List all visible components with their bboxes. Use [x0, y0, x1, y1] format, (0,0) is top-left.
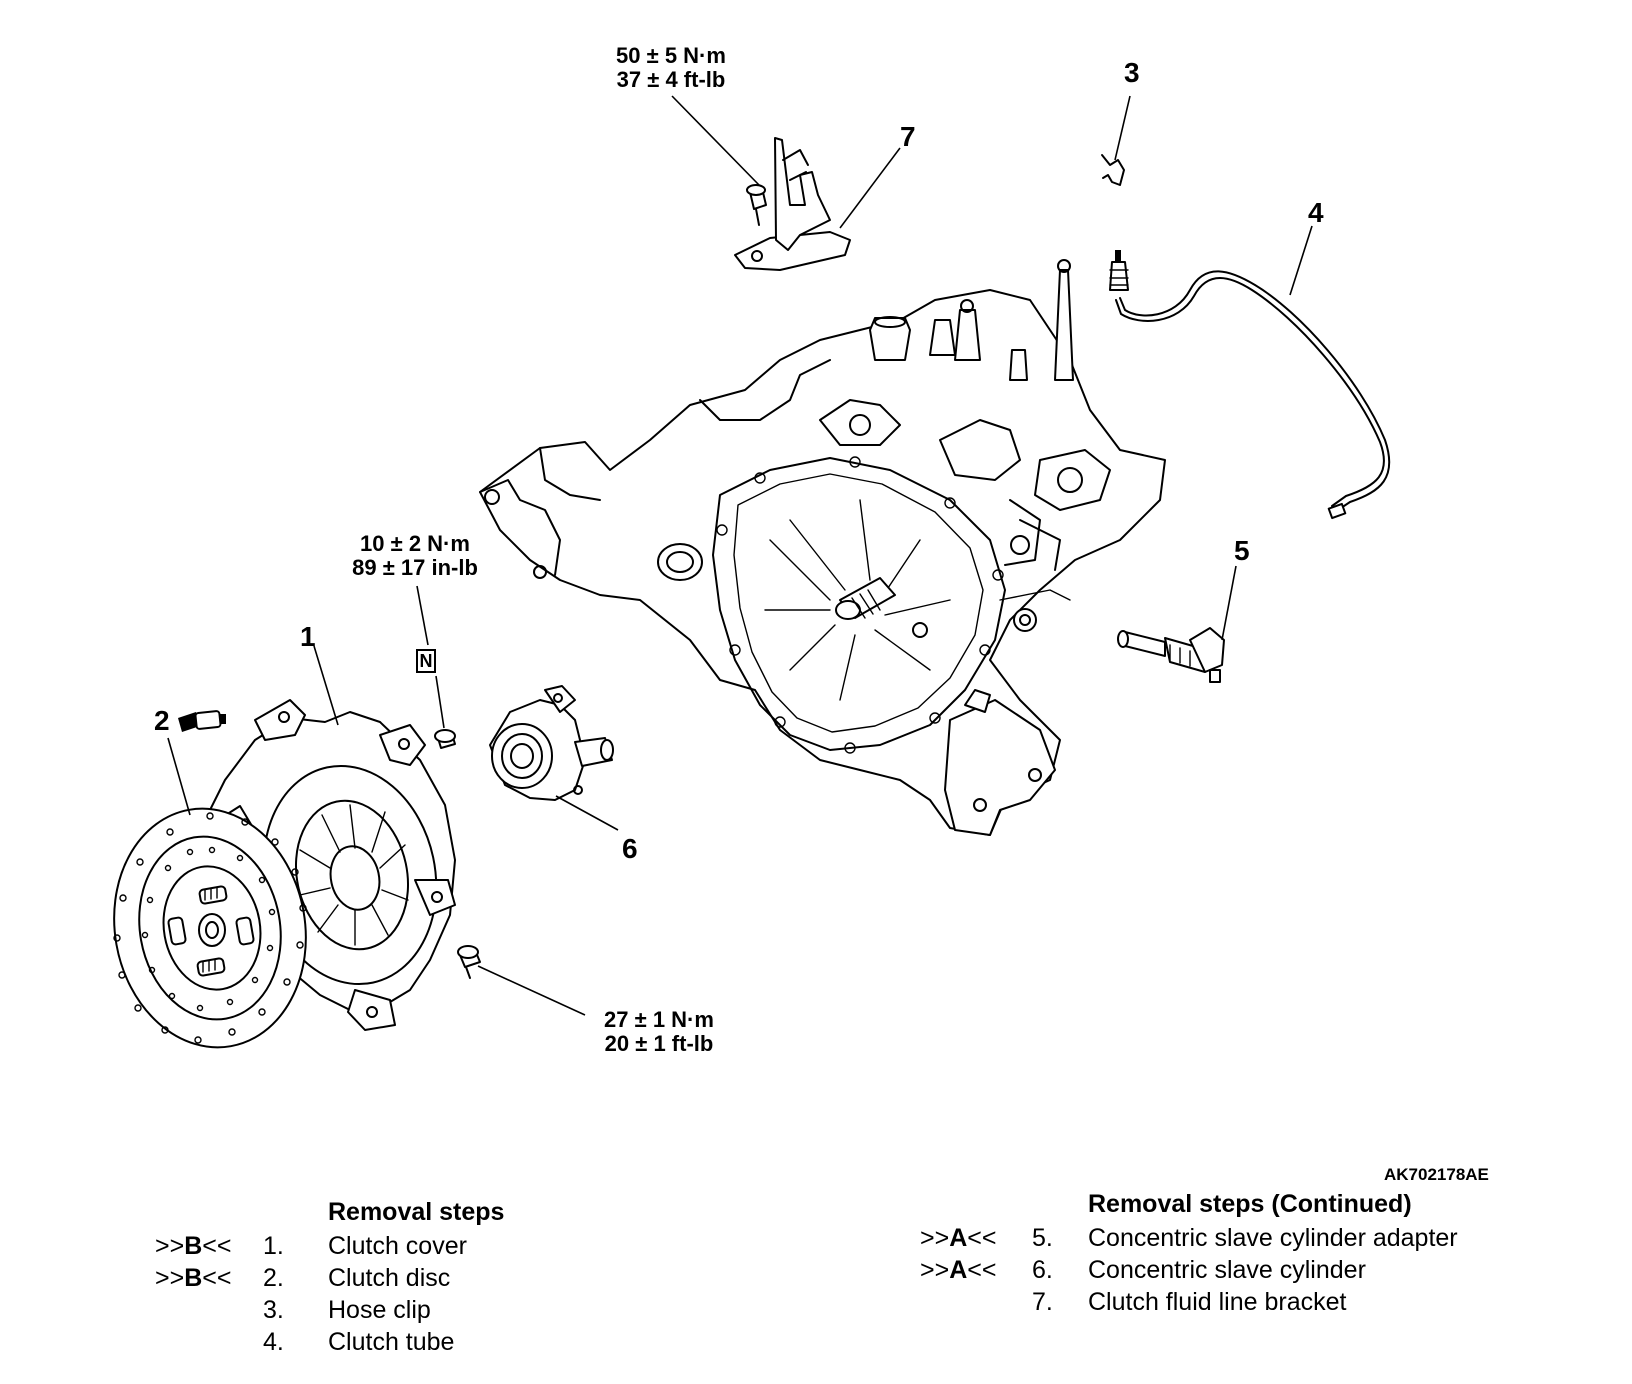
marker-prefix: >>: [155, 1232, 185, 1260]
removal-steps-right: Removal steps (Continued) >>A<<5.Concent…: [920, 1190, 1520, 1330]
torque-imperial: 20 ± 1 ft-lb: [604, 1031, 714, 1056]
removal-step-item: >>A<< 6. Concentric slave cylinder: [920, 1256, 1520, 1286]
step-label: Clutch fluid line bracket: [1088, 1288, 1347, 1316]
marker-suffix: <<: [202, 1264, 232, 1292]
removal-steps-left: Removal steps >>B<<1.Clutch cover>>B<<2.…: [155, 1198, 575, 1368]
slave-cylinder-adapter: [1117, 627, 1225, 683]
marker-letter: A: [949, 1224, 968, 1252]
hose-clip: [1101, 154, 1125, 186]
step-label: Concentric slave cylinder: [1088, 1256, 1366, 1284]
removal-steps-heading: Removal steps: [328, 1198, 505, 1226]
transaxle-housing: [479, 259, 1166, 836]
slave-cylinder: [434, 685, 614, 801]
torque-imperial: 37 ± 4 ft-lb: [616, 67, 726, 92]
callout-1: 1: [300, 621, 316, 652]
torque-imperial: 89 ± 17 in-lb: [352, 555, 478, 580]
callout-3: 3: [1124, 57, 1140, 88]
callout-5: 5: [1234, 535, 1250, 566]
marker-prefix: >>: [920, 1256, 950, 1284]
removal-step-item: 7. Clutch fluid line bracket: [920, 1288, 1520, 1318]
marker-suffix: <<: [202, 1232, 232, 1260]
clutch-tube: [1109, 250, 1391, 520]
torque-metric: 50 ± 5 N·m: [616, 43, 726, 68]
marker-suffix: <<: [967, 1224, 997, 1252]
grease-icon: [178, 710, 226, 732]
step-number: 7.: [1032, 1288, 1053, 1316]
step-label: Hose clip: [328, 1296, 431, 1324]
step-marker: >>A<<: [920, 1224, 996, 1253]
step-number: 6.: [1032, 1256, 1053, 1284]
torque-spec-bracket-bolt: 50 ± 5 N·m 37 ± 4 ft-lb: [596, 44, 746, 92]
clutch-disc: [113, 807, 307, 1049]
step-marker: >>A<<: [920, 1256, 996, 1285]
removal-steps-continued-heading: Removal steps (Continued): [1088, 1190, 1412, 1218]
step-label: Clutch cover: [328, 1232, 467, 1260]
step-number: 2.: [263, 1264, 284, 1292]
step-number: 5.: [1032, 1224, 1053, 1252]
callout-2: 2: [154, 705, 170, 736]
marker-suffix: <<: [967, 1256, 997, 1284]
marker-letter: B: [184, 1232, 203, 1260]
removal-step-item: 3. Hose clip: [155, 1296, 575, 1326]
removal-step-item: >>A<< 5. Concentric slave cylinder adapter: [920, 1224, 1520, 1254]
fluid-line-bracket: [734, 137, 851, 271]
removal-step-item: >>B<< 1. Clutch cover: [155, 1232, 575, 1262]
step-label: Concentric slave cylinder adapter: [1088, 1224, 1458, 1252]
torque-spec-clutch-cover-bolt: 27 ± 1 N·m 20 ± 1 ft-lb: [584, 1008, 734, 1056]
step-marker: >>B<<: [155, 1232, 231, 1261]
leader-lines: [167, 95, 1313, 1016]
step-marker: >>B<<: [155, 1264, 231, 1293]
removal-step-item: 4. Clutch tube: [155, 1328, 575, 1358]
new-part-symbol: N: [416, 649, 436, 673]
step-number: 4.: [263, 1328, 284, 1356]
step-number: 3.: [263, 1296, 284, 1324]
image-code: AK702178AE: [1384, 1165, 1489, 1184]
torque-metric: 27 ± 1 N·m: [604, 1007, 714, 1032]
marker-letter: B: [184, 1264, 203, 1292]
marker-letter: A: [949, 1256, 968, 1284]
torque-metric: 10 ± 2 N·m: [360, 531, 470, 556]
callout-4: 4: [1308, 197, 1324, 228]
removal-step-item: >>B<< 2. Clutch disc: [155, 1264, 575, 1294]
torque-spec-slave-cylinder-bolt: 10 ± 2 N·m 89 ± 17 in-lb: [335, 532, 495, 580]
step-number: 1.: [263, 1232, 284, 1260]
callout-6: 6: [622, 833, 638, 864]
marker-prefix: >>: [920, 1224, 950, 1252]
step-label: Clutch tube: [328, 1328, 455, 1356]
step-label: Clutch disc: [328, 1264, 451, 1292]
callout-7: 7: [900, 121, 916, 152]
marker-prefix: >>: [155, 1264, 185, 1292]
